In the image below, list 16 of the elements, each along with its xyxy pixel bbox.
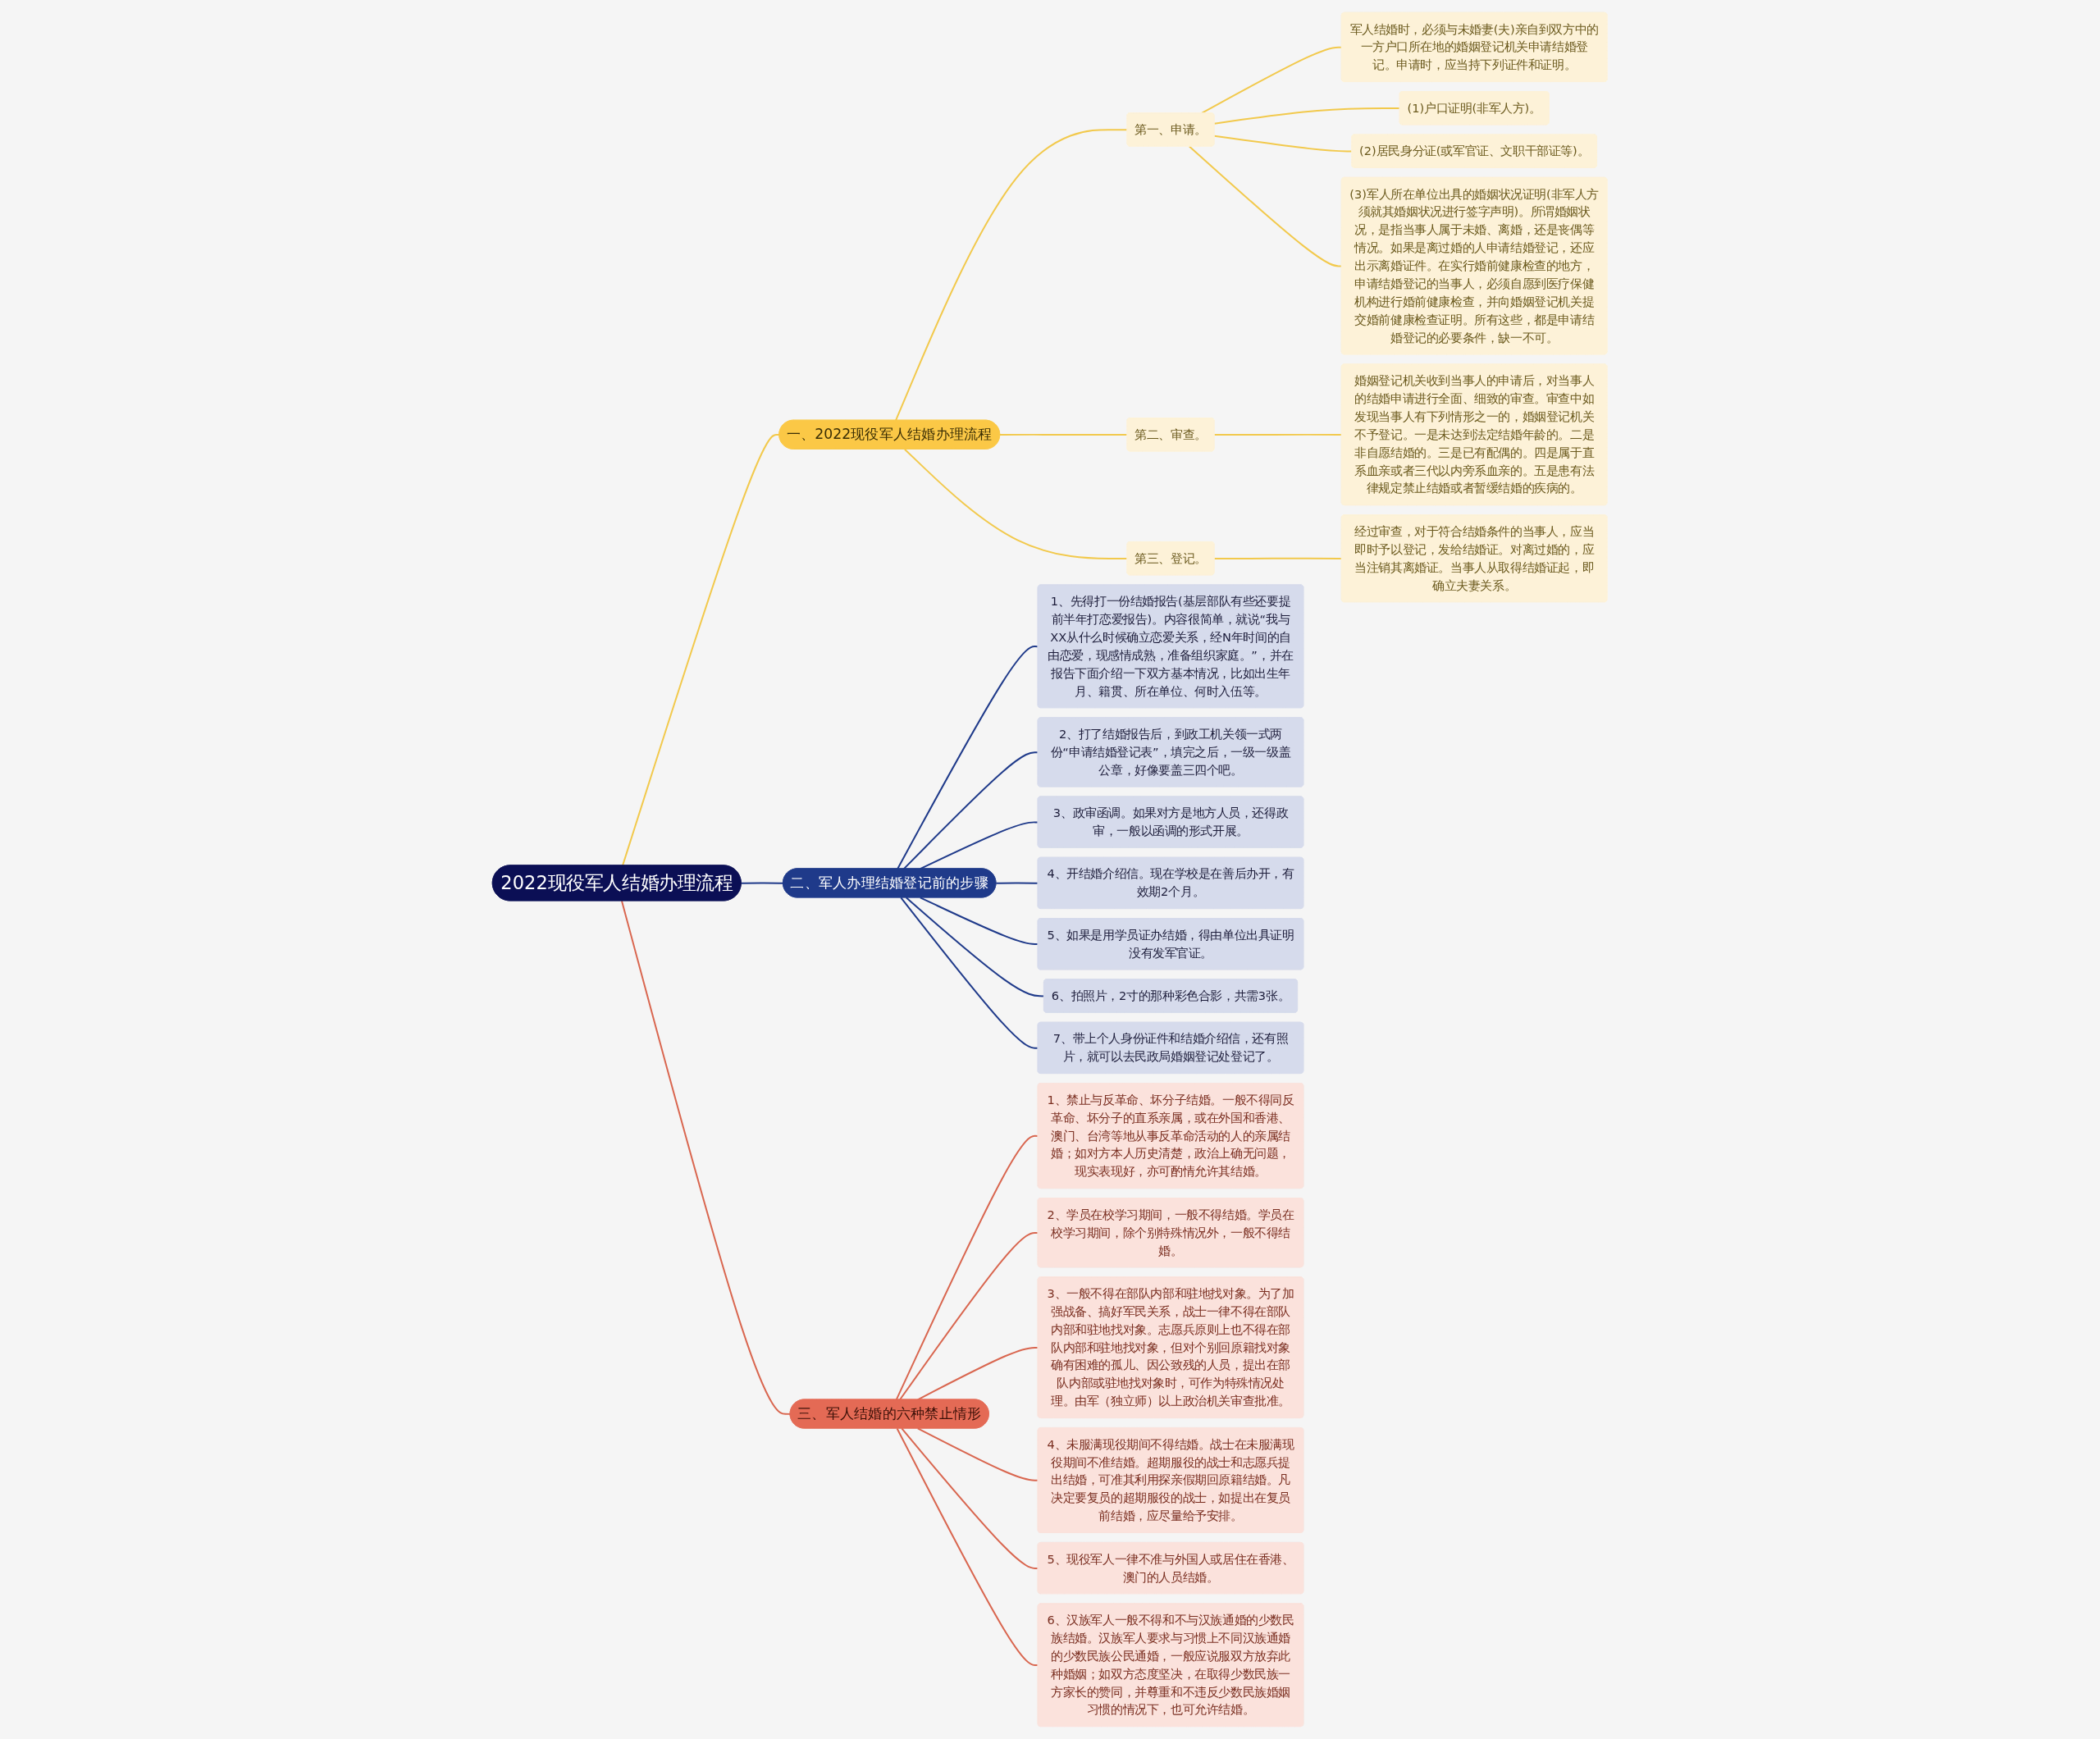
connector [896,1427,1039,1667]
connector [901,1427,1039,1569]
connector [1213,557,1343,560]
connector [904,448,1129,560]
connector [920,897,1039,946]
connector [740,882,785,884]
connector [995,882,1039,884]
connector [895,129,1129,422]
connector [900,897,1039,1049]
connector [621,900,792,1415]
connector [1213,107,1401,125]
connector [1213,135,1354,153]
connector [999,433,1129,436]
connector [917,1427,1039,1481]
connector [1213,433,1343,436]
connector [1189,145,1343,267]
